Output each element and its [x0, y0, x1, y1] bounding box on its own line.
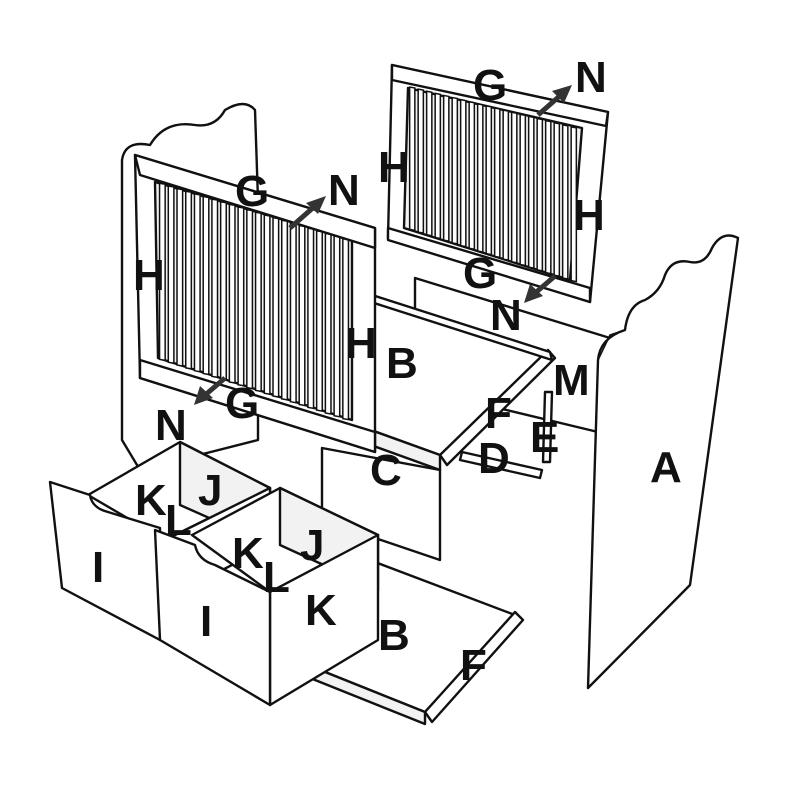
frame-slat	[158, 182, 166, 362]
post-e	[541, 390, 554, 464]
frame-slat	[485, 105, 493, 256]
label-n-4: N	[155, 401, 187, 450]
frame-slat	[408, 86, 416, 232]
dowel-d	[458, 450, 544, 480]
frame-slat	[442, 94, 450, 243]
frame-slat	[280, 219, 289, 401]
label-k-2: K	[232, 529, 264, 578]
frame-slat	[570, 126, 578, 283]
label-h-4: H	[573, 191, 605, 240]
frame-slat	[237, 206, 245, 387]
label-l-2: L	[263, 553, 290, 602]
label-d: D	[478, 434, 510, 483]
frame-slat	[519, 113, 527, 267]
frame-slat	[544, 119, 552, 275]
frame-slat	[510, 111, 518, 264]
frame-slat	[254, 211, 262, 393]
label-h-2: H	[345, 319, 377, 368]
label-j-1: J	[198, 466, 222, 515]
frame-slat	[527, 115, 535, 270]
frame-slat	[193, 192, 201, 373]
arrow-n-4	[194, 376, 227, 405]
drawer-right	[153, 486, 380, 707]
frame-slat	[459, 98, 467, 248]
frame-slat	[417, 88, 425, 234]
label-b-bottom: B	[378, 611, 410, 660]
frame-slat	[324, 232, 332, 415]
label-j-2: J	[300, 521, 324, 570]
arrow-n-2	[536, 85, 572, 117]
label-i-1: I	[92, 543, 104, 592]
arrow-n-3	[524, 274, 557, 303]
frame-slat	[246, 208, 254, 390]
label-g-1: G	[235, 167, 269, 216]
frame-slat	[176, 187, 184, 367]
label-e: E	[530, 413, 559, 462]
label-n-1: N	[328, 166, 360, 215]
frame-slat	[289, 221, 297, 404]
frame-slat	[202, 195, 210, 376]
frame-slat	[333, 235, 341, 418]
arrow-n-1	[288, 196, 326, 230]
frame-slat	[434, 92, 442, 240]
frame-slat	[263, 214, 271, 396]
frame-slat	[561, 123, 569, 280]
label-g-2: G	[473, 61, 507, 110]
label-l-1: L	[165, 496, 192, 545]
label-k-3: K	[305, 586, 337, 635]
frame-slat	[228, 203, 236, 384]
label-h-1: H	[133, 251, 165, 300]
frame-slat	[502, 109, 510, 261]
back-frame-right	[386, 63, 610, 304]
label-n-3: N	[490, 291, 522, 340]
frame-slat	[553, 121, 561, 278]
front-frame-left	[133, 153, 377, 454]
frame-slat	[219, 200, 228, 382]
frame-slat	[272, 216, 280, 398]
top-rail-f	[438, 348, 557, 467]
label-k-1: K	[135, 476, 167, 525]
frame-slat	[184, 190, 193, 370]
frame-slat	[315, 229, 324, 413]
label-b-top: B	[386, 339, 418, 388]
label-i-2: I	[200, 597, 212, 646]
label-f-bottom: F	[460, 641, 487, 690]
frame-slat	[298, 224, 306, 407]
frame-slat	[493, 107, 501, 259]
frame-slat	[211, 198, 219, 379]
frame-slat	[476, 102, 484, 253]
label-h-3: H	[378, 143, 410, 192]
frame-slat	[307, 227, 315, 410]
frame-slat	[468, 100, 476, 251]
bottom-rail-f	[423, 610, 525, 724]
label-f-top: F	[485, 389, 512, 438]
label-m: M	[553, 356, 590, 405]
label-g-4: G	[225, 379, 259, 428]
frame-slat	[167, 185, 175, 365]
frame-slat	[425, 90, 433, 237]
label-n-2: N	[575, 53, 607, 102]
center-divider-c	[320, 446, 442, 562]
frame-slat	[451, 96, 459, 245]
label-c: C	[370, 446, 402, 495]
side-panel-a	[586, 234, 740, 690]
label-g-3: G	[463, 249, 497, 298]
label-a: A	[650, 443, 682, 492]
frame-slat	[536, 117, 544, 272]
